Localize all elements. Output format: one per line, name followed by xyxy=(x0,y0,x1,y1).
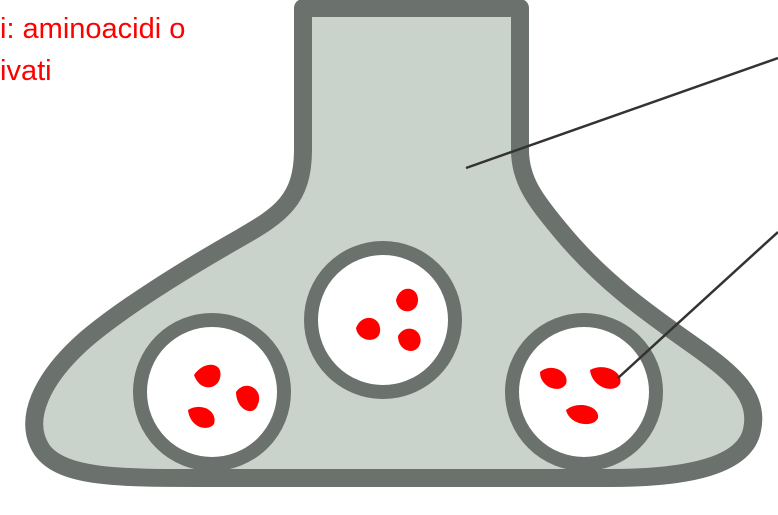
vesicle-left-membrane xyxy=(140,320,284,464)
vesicle-right xyxy=(512,320,656,464)
vesicle-center xyxy=(311,248,455,392)
vesicle-right-membrane xyxy=(512,320,656,464)
vesicle-center-membrane xyxy=(311,248,455,392)
vesicle-left xyxy=(140,320,284,464)
